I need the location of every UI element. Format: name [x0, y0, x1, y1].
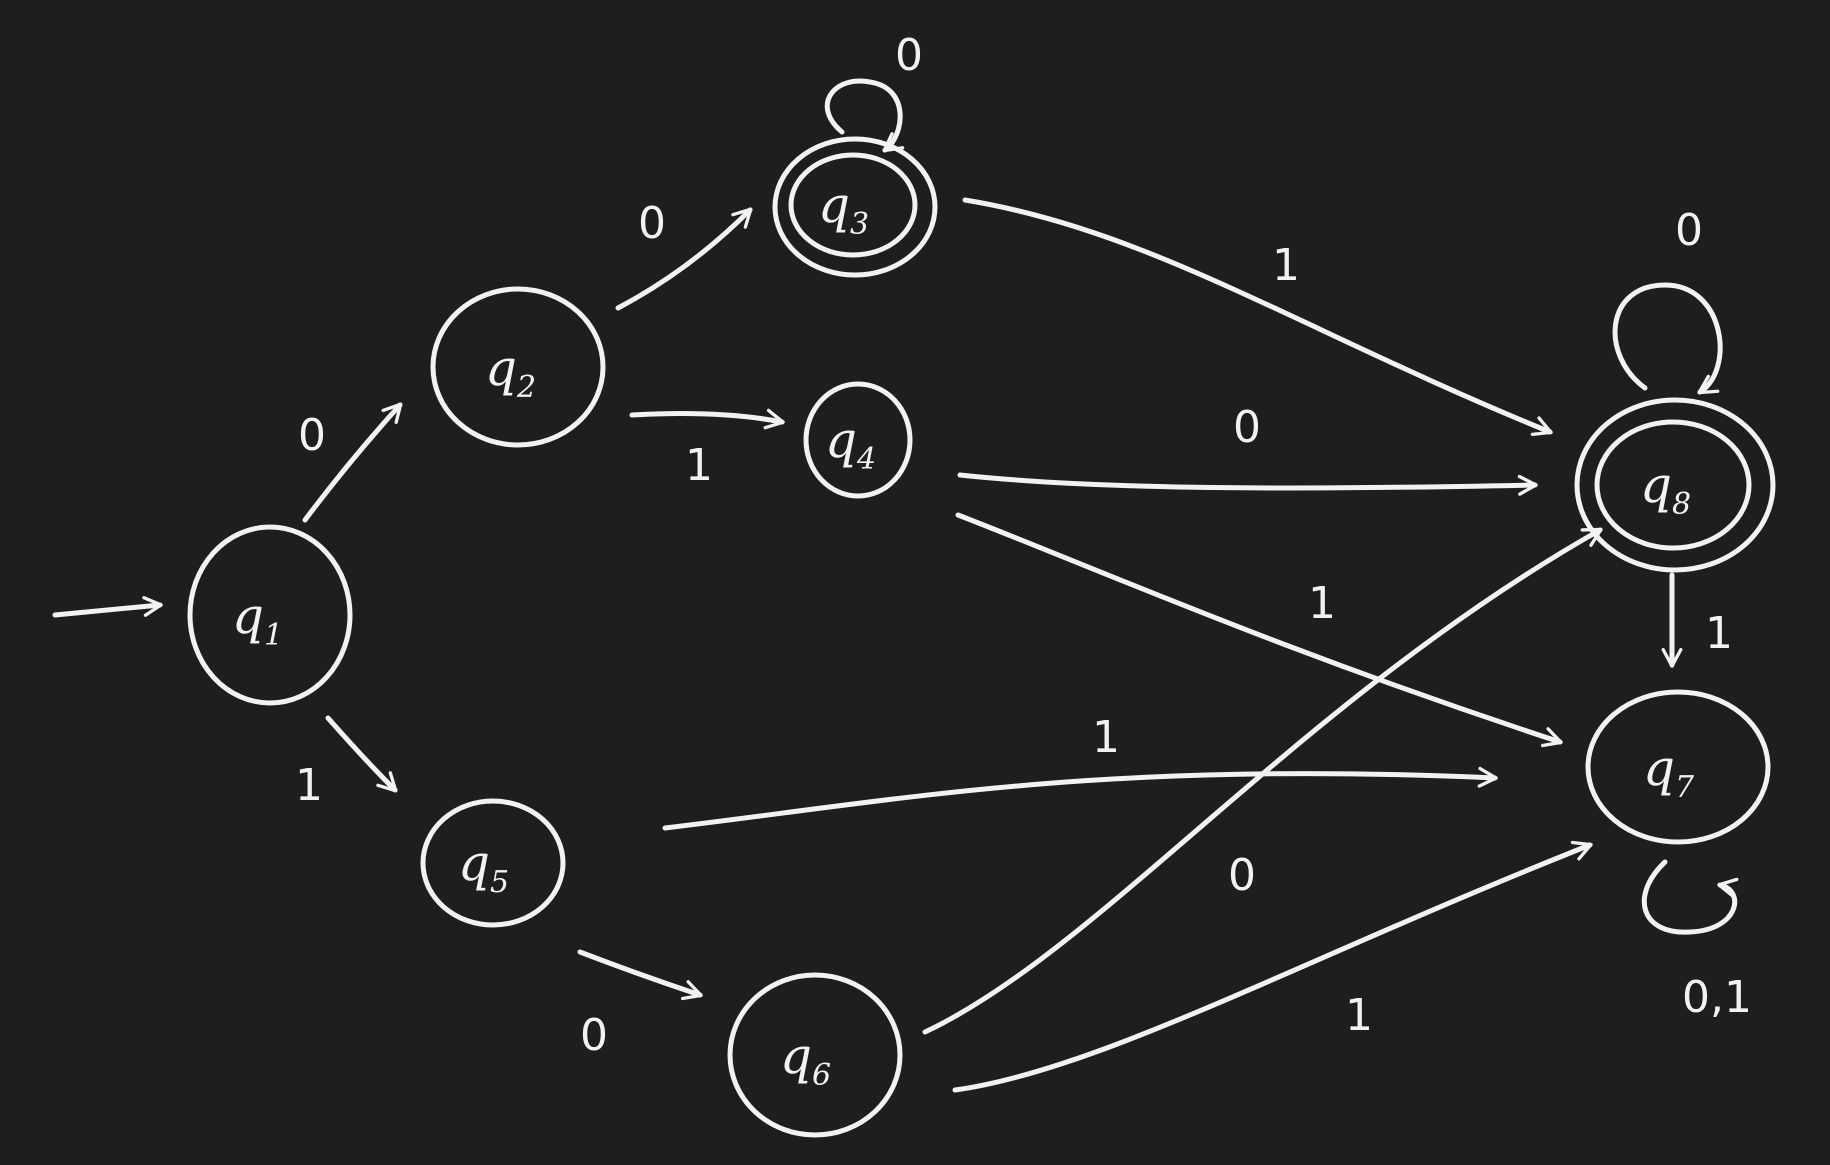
edge-q6-q8: [922, 527, 1603, 1035]
svg-text:q7: q7: [1643, 739, 1695, 805]
svg-text:q1: q1: [232, 587, 283, 653]
label-q4-q8: 0: [1233, 402, 1261, 453]
edge-q5-q6: [577, 949, 703, 1001]
label-q7-self: 0,1: [1682, 972, 1752, 1023]
edge-q7-self: [1641, 859, 1739, 935]
label-q8-self: 0: [1675, 205, 1703, 256]
edge-q8-self: [1612, 282, 1723, 395]
edge-q5-q7: [662, 766, 1498, 831]
label-q8-q7: 1: [1705, 608, 1733, 659]
state-q8: q8: [1574, 397, 1776, 573]
edge-q3-q8: [962, 197, 1553, 436]
label-q6-q7: 1: [1345, 990, 1373, 1041]
label-q4-q7: 1: [1308, 578, 1336, 629]
state-q6: q6: [727, 972, 903, 1138]
svg-text:q4: q4: [825, 411, 876, 477]
label-q1-q5: 1: [295, 760, 323, 811]
svg-text:q5: q5: [458, 834, 509, 900]
svg-text:q6: q6: [780, 1027, 831, 1093]
state-q2: q2: [430, 286, 606, 448]
label-q3-self: 0: [895, 30, 923, 81]
svg-text:q8: q8: [1640, 456, 1691, 522]
svg-text:q2: q2: [485, 339, 536, 405]
label-q6-q8: 0: [1228, 850, 1256, 901]
state-q3: q3: [772, 136, 938, 278]
start-arrow: [52, 596, 163, 618]
state-q1: q1: [187, 524, 353, 706]
edge-q2-q4: [629, 408, 785, 430]
edge-q4-q8: [957, 472, 1538, 496]
edge-q1-q2: [302, 402, 403, 523]
label-q2-q4: 1: [685, 440, 713, 491]
edge-q4-q7: [955, 512, 1563, 748]
state-q5: q5: [420, 798, 566, 928]
svg-text:q3: q3: [818, 176, 869, 242]
edge-q2-q3: [615, 207, 753, 311]
label-q5-q7: 1: [1092, 712, 1120, 763]
state-q7: q7: [1585, 689, 1771, 845]
state-q4: q4: [803, 381, 913, 499]
edge-q3-self: [824, 78, 905, 153]
label-q3-q8: 1: [1272, 240, 1300, 291]
edge-q6-q7: [952, 840, 1593, 1093]
label-q5-q6: 0: [580, 1010, 608, 1061]
label-q1-q2: 0: [298, 410, 326, 461]
label-q2-q3: 0: [638, 198, 666, 249]
edge-q1-q5: [325, 715, 398, 793]
